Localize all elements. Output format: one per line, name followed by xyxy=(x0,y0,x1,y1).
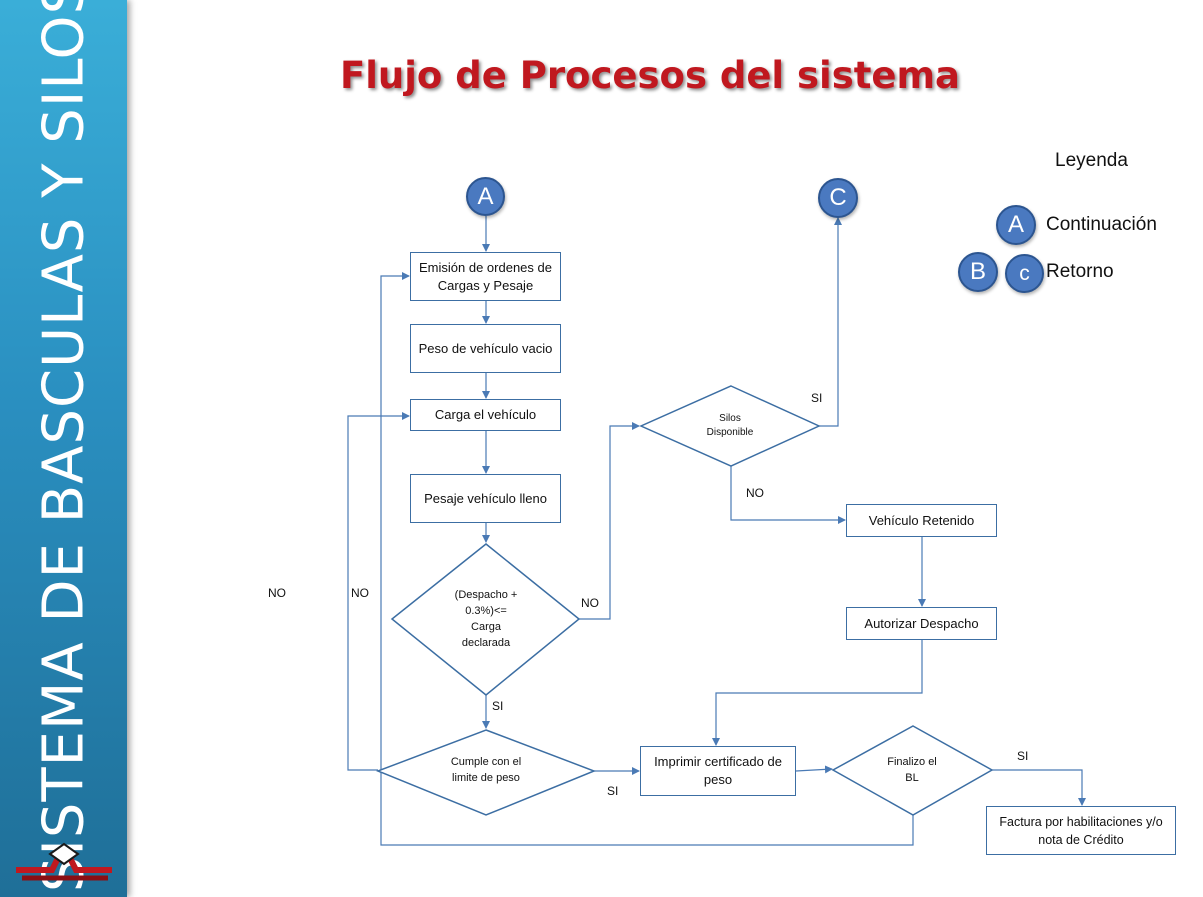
decision-despacho-shape xyxy=(390,543,581,696)
legend-title: Leyenda xyxy=(1055,150,1128,171)
sidebar: SISTEMA DE BASCULAS Y SILOS xyxy=(0,0,127,897)
label-si-cumple: SI xyxy=(607,784,619,798)
label-no-far: NO xyxy=(268,586,286,600)
legend-continuation-icon: A xyxy=(996,205,1036,245)
label-no-loop: NO xyxy=(351,586,369,600)
process-pesaje-lleno: Pesaje vehículo lleno xyxy=(410,474,561,523)
page-title: Flujo de Procesos del sistema xyxy=(339,54,961,97)
decision-finalizo-line1: Finalizo el xyxy=(887,756,937,768)
decision-cumple-line1: Cumple con el xyxy=(450,756,522,768)
process-peso-vacio: Peso de vehículo vacio xyxy=(410,324,561,373)
decision-cumple-text: Cumple con el limite de peso xyxy=(451,754,521,786)
label-no-despacho: NO xyxy=(581,596,599,610)
decision-finalizo-shape xyxy=(831,725,994,816)
connector-a: A xyxy=(466,177,505,216)
decision-cumple-line2: limite de peso xyxy=(452,772,520,784)
decision-finalizo-text: Finalizo el BL xyxy=(887,754,937,786)
label-si-finalizo: SI xyxy=(1017,749,1029,763)
process-retenido: Vehículo Retenido xyxy=(846,504,997,537)
decision-finalizo-line2: BL xyxy=(905,772,919,784)
legend-continuation-label: Continuación xyxy=(1046,214,1157,235)
decision-despacho-line3: Carga xyxy=(471,621,501,633)
decision-despacho-line2: 0.3%)<= xyxy=(465,605,507,617)
connector-c: C xyxy=(818,178,858,218)
label-si-despacho: SI xyxy=(492,699,504,713)
decision-silos-line1: Silos xyxy=(719,413,741,424)
legend-return-icon-b: B xyxy=(958,252,998,292)
decision-despacho-text: (Despacho + 0.3%)<= Carga declarada xyxy=(455,587,518,651)
decision-silos-shape xyxy=(639,385,821,467)
decision-silos-text: Silos Disponible xyxy=(707,412,754,440)
process-factura: Factura por habilitaciones y/o nota de C… xyxy=(986,806,1176,855)
legend-return-icon-c: c xyxy=(1005,254,1044,293)
legend-return-label: Retorno xyxy=(1046,261,1114,282)
company-logo xyxy=(16,842,112,881)
label-si-silos: SI xyxy=(811,391,823,405)
process-carga: Carga el vehículo xyxy=(410,399,561,431)
process-imprimir: Imprimir certificado de peso xyxy=(640,746,796,796)
decision-silos-line2: Disponible xyxy=(706,427,754,438)
decision-cumple-shape xyxy=(375,729,597,816)
decision-despacho-line1: (Despacho + xyxy=(454,589,518,601)
process-emision: Emisión de ordenes de Cargas y Pesaje xyxy=(410,252,561,301)
label-no-silos: NO xyxy=(746,486,764,500)
decision-despacho-line4: declarada xyxy=(461,637,511,649)
process-autorizar: Autorizar Despacho xyxy=(846,607,997,640)
